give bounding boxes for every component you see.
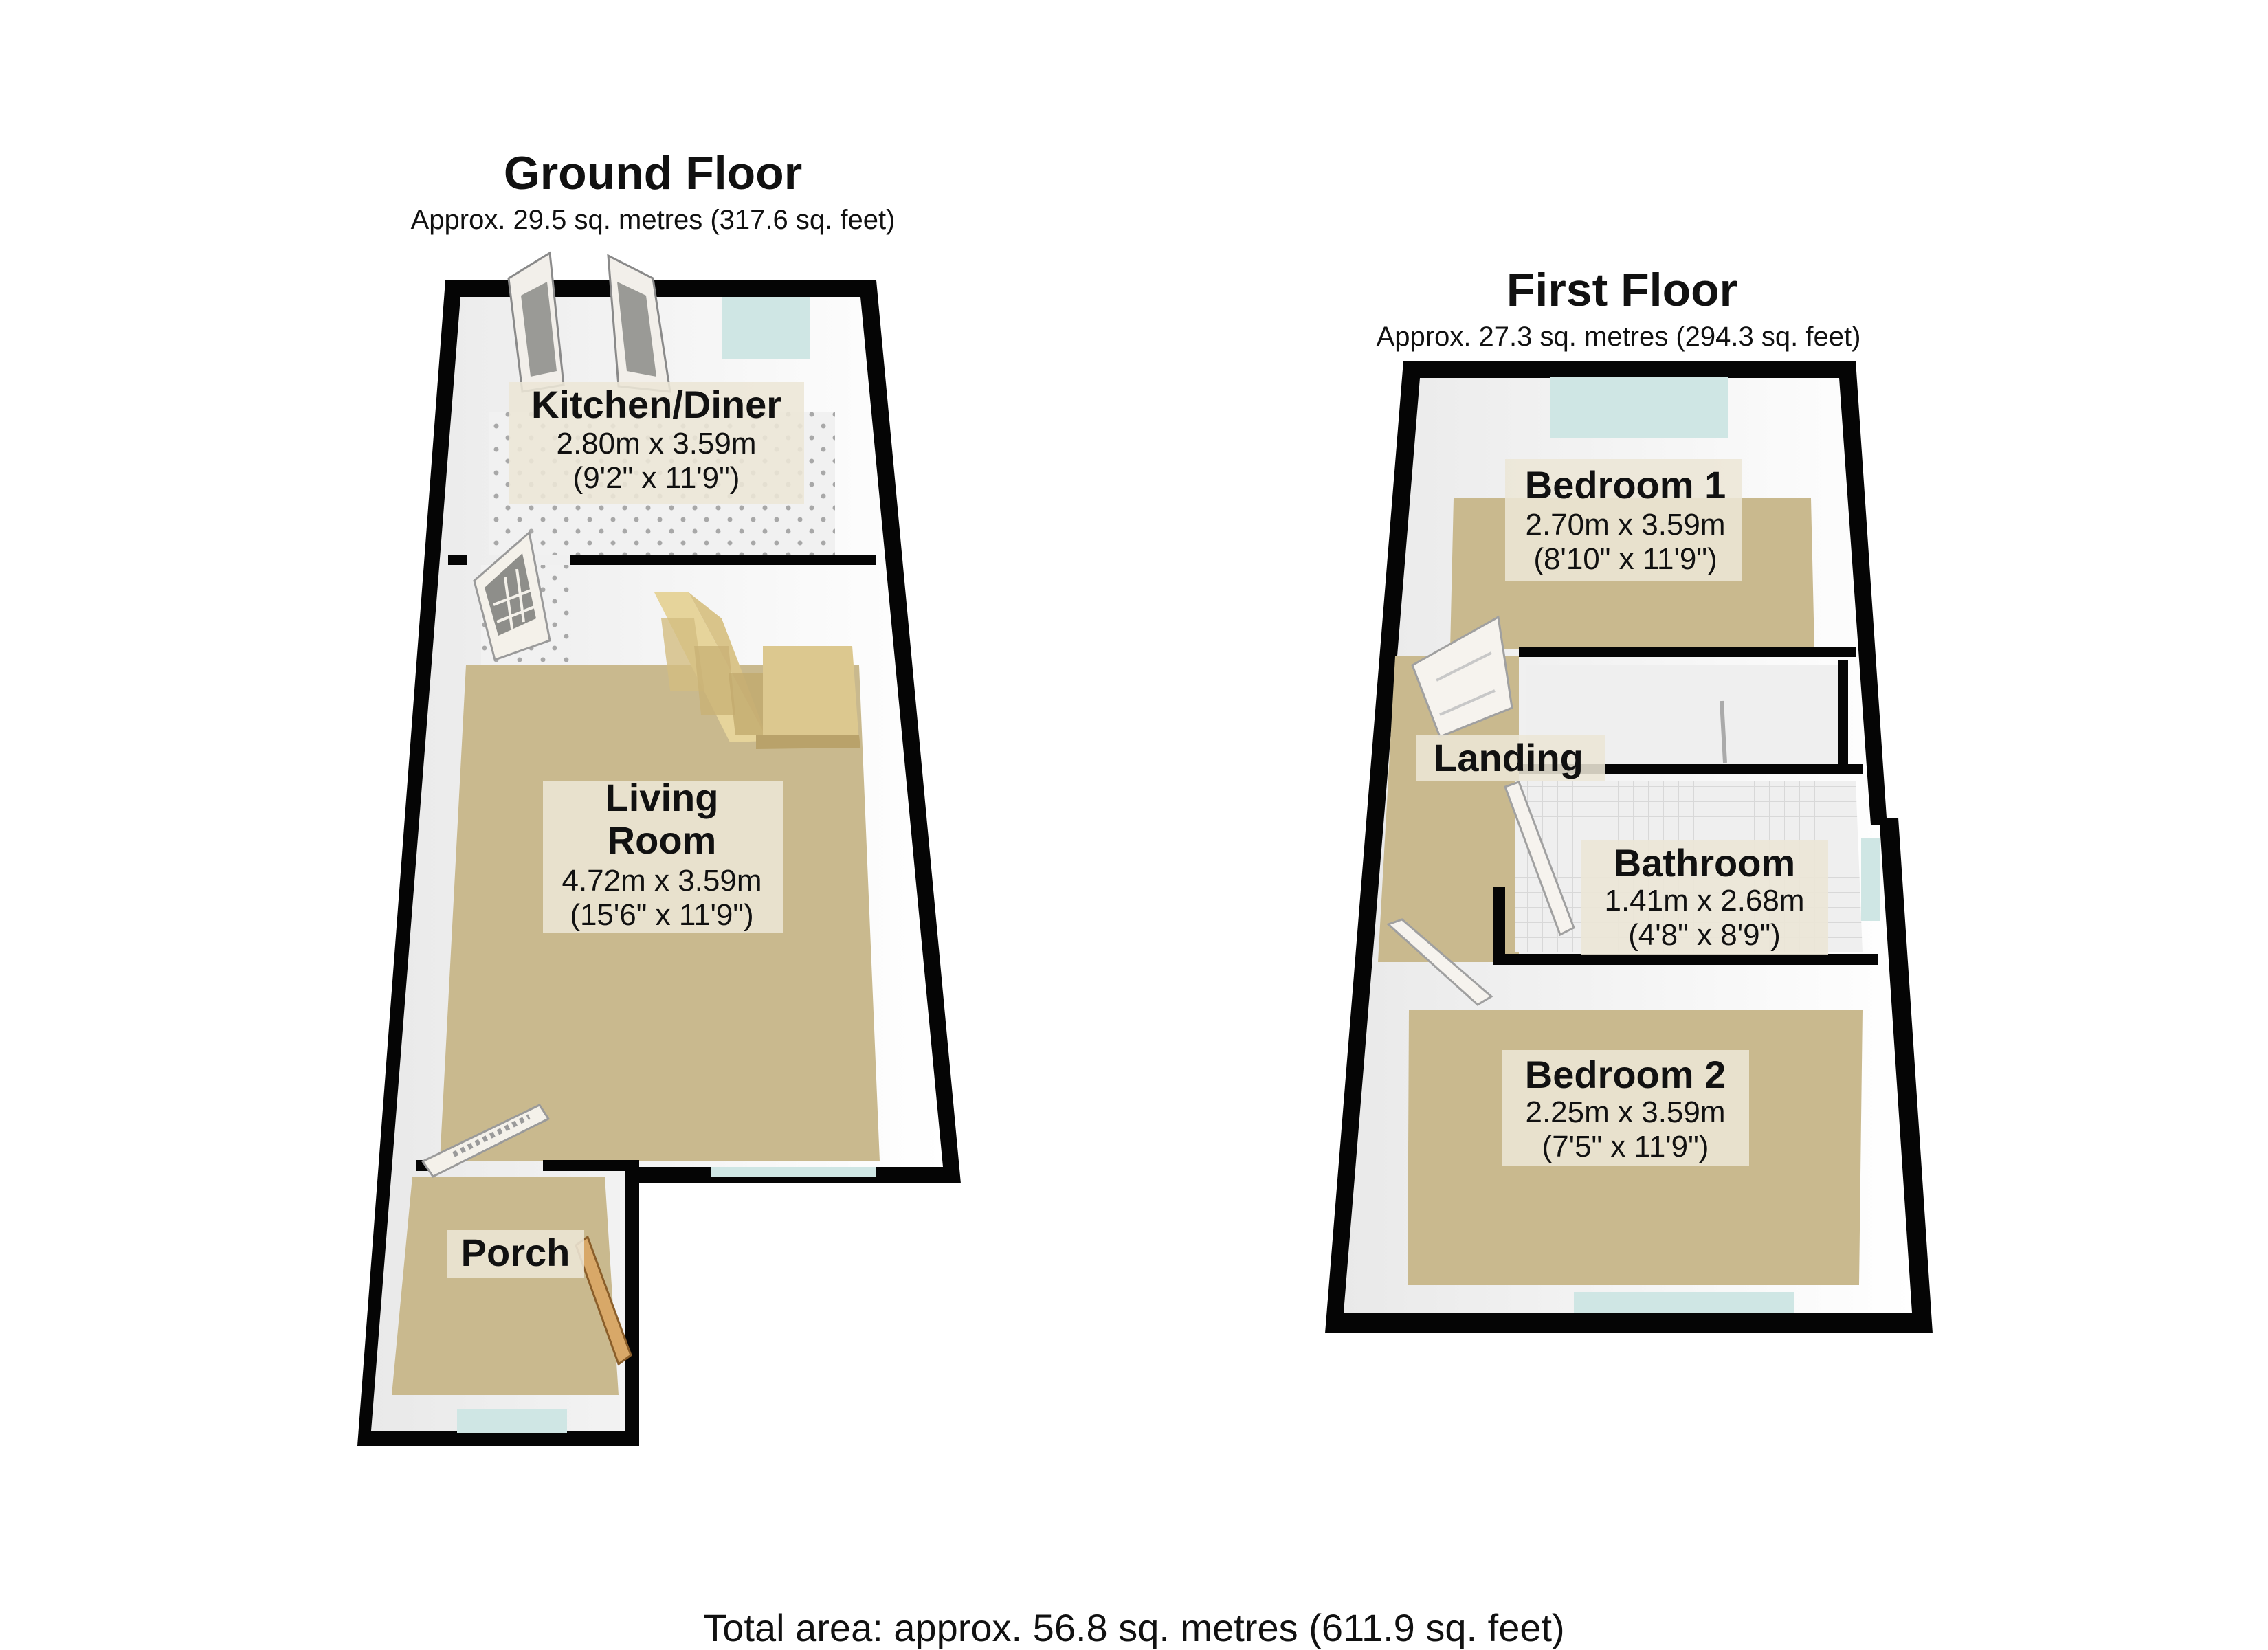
landing-floor	[1378, 656, 1519, 962]
kitchen-diner-name: Kitchen/Diner	[531, 383, 781, 426]
porch-inner-door	[421, 1104, 551, 1178]
porch-floor	[392, 1177, 619, 1395]
porch-window	[457, 1409, 567, 1433]
kitchen-diner-imperial: (9'2" x 11'9")	[573, 461, 740, 495]
bedroom-1-divider-wall	[1519, 647, 1856, 657]
ground-floor: Ground Floor Approx. 29.5 sq. metres (31…	[357, 147, 961, 1446]
bedroom-2-metric: 2.25m x 3.59m	[1525, 1095, 1725, 1129]
living-porch-divider-wall	[543, 1160, 639, 1171]
bedroom-1-metric: 2.70m x 3.59m	[1525, 508, 1725, 542]
landing-name: Landing	[1434, 736, 1583, 779]
bathroom-name: Bathroom	[1614, 841, 1795, 884]
kitchen-window-right	[722, 297, 810, 359]
bedroom-1-name: Bedroom 1	[1525, 463, 1726, 506]
first-floor: First Floor Approx. 27.3 sq. metres (294…	[1325, 264, 1933, 1333]
first-floor-area: Approx. 27.3 sq. metres (294.3 sq. feet)	[1377, 322, 1861, 352]
living-room-name-line1: Living	[605, 776, 719, 819]
bedroom-1-door	[1411, 615, 1513, 738]
kitchen-divider-stub	[448, 555, 467, 565]
bedroom-2-name: Bedroom 2	[1525, 1053, 1726, 1096]
living-room-label: Living Room 4.72m x 3.59m (15'6" x 11'9"…	[543, 776, 783, 933]
living-room-front-window	[711, 1167, 876, 1177]
bathroom-metric: 1.41m x 2.68m	[1604, 884, 1804, 917]
hall-glazed-door	[473, 531, 551, 661]
cupboard-interior	[1526, 665, 1845, 766]
bathroom-bottom-wall	[1493, 954, 1878, 965]
bedroom-2-imperial: (7'5" x 11'9")	[1542, 1130, 1709, 1163]
bedroom-1-label: Bedroom 1 2.70m x 3.59m (8'10" x 11'9")	[1505, 459, 1742, 581]
kitchen-diner-metric: 2.80m x 3.59m	[556, 427, 756, 460]
living-room-imperial: (15'6" x 11'9")	[570, 898, 753, 932]
french-door-left	[507, 251, 565, 393]
ground-floor-area: Approx. 29.5 sq. metres (317.6 sq. feet)	[411, 205, 896, 235]
bathroom-label: Bathroom 1.41m x 2.68m (4'8" x 8'9")	[1581, 840, 1828, 955]
french-door-right	[607, 254, 671, 393]
cupboard-right-wall	[1838, 660, 1848, 770]
bathroom-left-wall	[1493, 887, 1505, 962]
living-room-metric: 4.72m x 3.59m	[562, 864, 761, 898]
total-area: Total area: approx. 56.8 sq. metres (611…	[703, 1606, 1565, 1649]
kitchen-living-divider-wall	[570, 555, 876, 565]
bedroom-1-window	[1550, 377, 1728, 438]
kitchen-diner-label: Kitchen/Diner 2.80m x 3.59m (9'2" x 11'9…	[509, 382, 804, 504]
bathroom-door	[1504, 781, 1575, 937]
ground-floor-title: Ground Floor	[504, 147, 802, 199]
landing-label: Landing	[1416, 735, 1605, 781]
porch-name: Porch	[461, 1231, 570, 1274]
bathroom-window	[1861, 838, 1880, 921]
staircase	[654, 592, 860, 749]
living-room-name-line2: Room	[608, 818, 717, 862]
bedroom-2-door	[1386, 918, 1493, 1006]
first-floor-title: First Floor	[1507, 264, 1737, 316]
cupboard-door-hinge	[1720, 700, 1727, 763]
porch-label: Porch	[447, 1230, 584, 1278]
bedroom-2-front-window	[1574, 1292, 1794, 1313]
bedroom-1-imperial: (8'10" x 11'9")	[1533, 542, 1717, 576]
bedroom-2-label: Bedroom 2 2.25m x 3.59m (7'5" x 11'9")	[1502, 1050, 1749, 1166]
bathroom-imperial: (4'8" x 8'9")	[1628, 918, 1781, 952]
